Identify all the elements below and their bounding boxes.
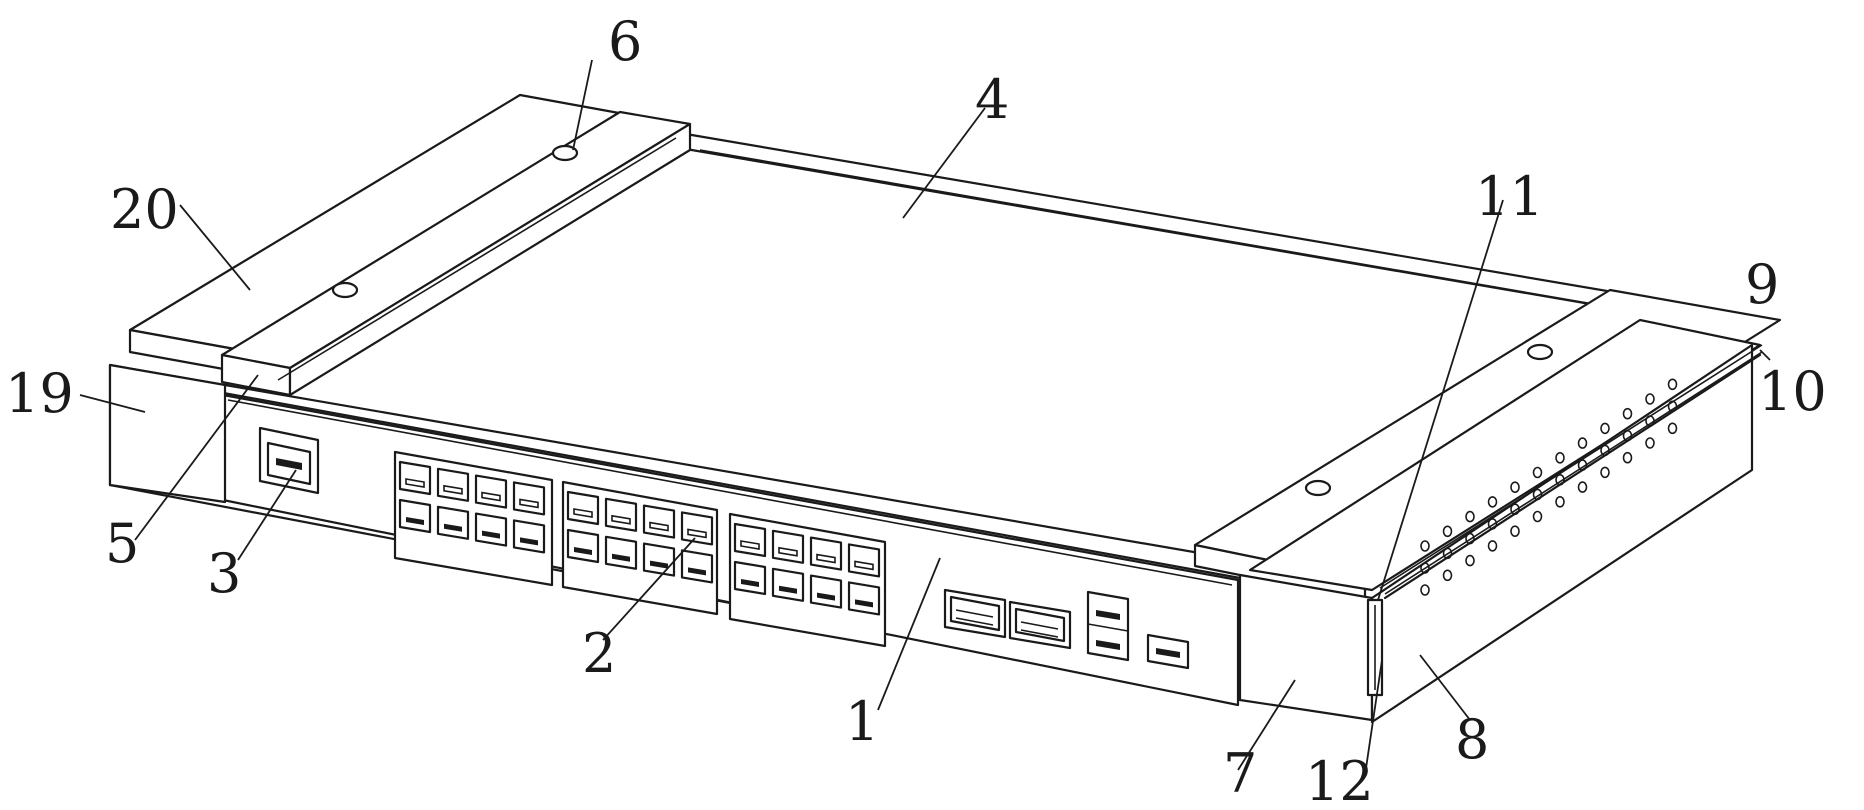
rj45-port-icon (476, 514, 506, 546)
label-9: 9 (1745, 253, 1779, 316)
rj45-port-icon (568, 492, 598, 524)
label-20: 20 (110, 178, 179, 241)
rj45-port-icon (773, 531, 803, 563)
rj45-port-icon (811, 538, 841, 570)
rj45-port-icon (438, 507, 468, 539)
rj45-port-icon (514, 520, 544, 552)
rj45-port-icon (606, 537, 636, 569)
rj45-port-icon (644, 544, 674, 576)
rj45-port-icon (735, 562, 765, 594)
label-6: 6 (608, 10, 642, 73)
rj45-port-icon (849, 544, 879, 576)
rj45-port-icon (849, 582, 879, 614)
rj45-port-icon (438, 469, 468, 501)
screw-icon (333, 283, 357, 297)
screw-icon (1528, 345, 1552, 359)
label-2: 2 (582, 622, 616, 685)
rj45-port-icon (476, 476, 506, 508)
label-19: 19 (5, 362, 74, 425)
label-8: 8 (1455, 708, 1489, 771)
rj45-port-icon (773, 569, 803, 601)
console-port (260, 428, 318, 493)
label-1: 1 (845, 690, 879, 753)
label-7: 7 (1223, 742, 1257, 805)
label-10: 10 (1758, 360, 1827, 423)
rj45-port-icon (606, 499, 636, 531)
rj45-port-icon (735, 524, 765, 556)
label-4: 4 (975, 68, 1009, 131)
rj45-port-icon (644, 506, 674, 538)
label-12: 12 (1305, 750, 1374, 810)
rj45-port-icon (568, 530, 598, 562)
label-3: 3 (207, 542, 241, 605)
label-11: 11 (1475, 165, 1544, 228)
rj45-port-icon (400, 500, 430, 532)
screw-icon (1306, 481, 1330, 495)
rj45-port-icon (682, 550, 712, 582)
rj45-port-icon (514, 482, 544, 514)
label-5: 5 (105, 512, 139, 575)
rj45-port-icon (811, 576, 841, 608)
rj45-port-icon (682, 512, 712, 544)
rj45-port-icon (400, 462, 430, 494)
